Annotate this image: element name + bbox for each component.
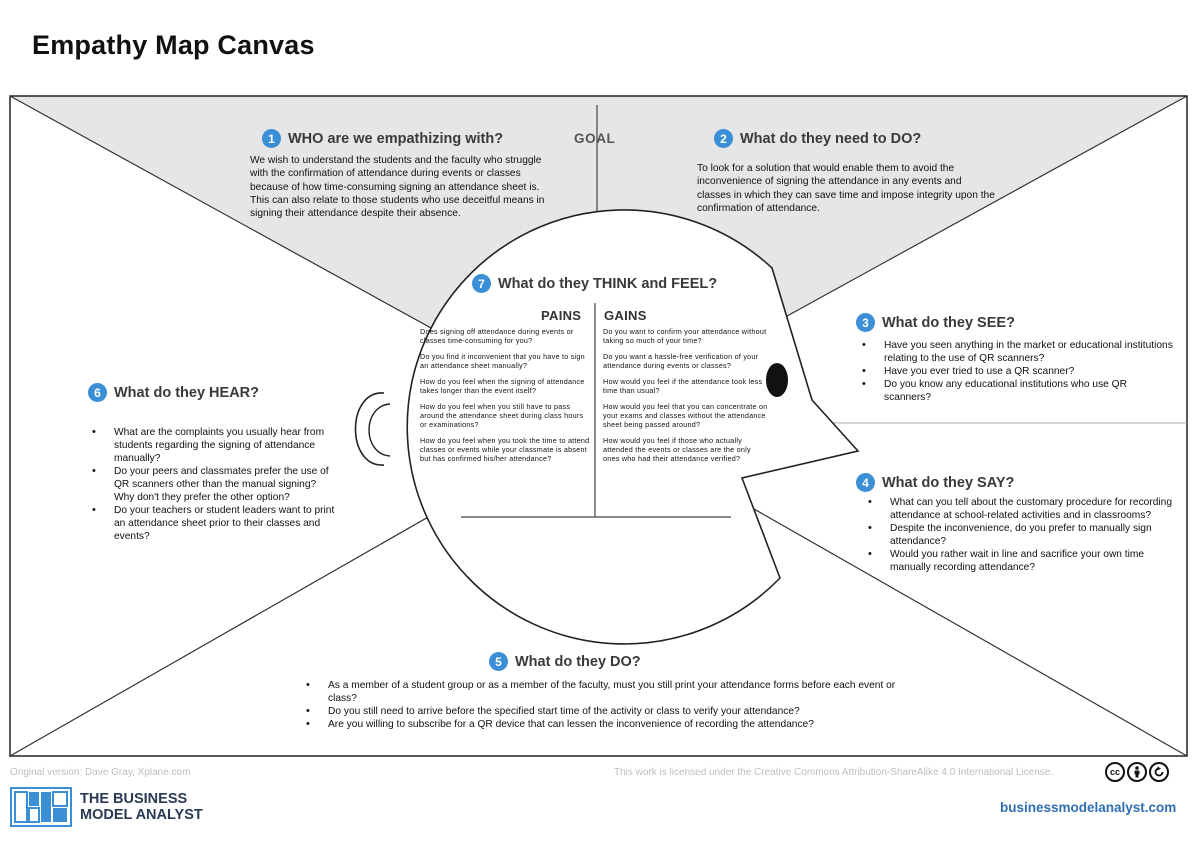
number-badge-6: 6 [88,383,107,402]
license-icons: cc [1105,762,1169,782]
think-feel-heading-label: What do they THINK and FEEL? [498,275,718,292]
say-list: What can you tell about the customary pr… [866,496,1176,574]
goal-label: GOAL [574,131,616,146]
need-to-do-heading-label: What do they need to DO? [740,130,922,147]
hear-item: Do your peers and classmates prefer the … [90,465,335,504]
pain-item: How do you feel when the signing of atte… [420,377,585,395]
number-badge-7: 7 [472,274,491,293]
see-heading: 3 What do they SEE? [856,313,1015,332]
see-list: Have you seen anything in the market or … [860,339,1175,404]
pains-label: PAINS [541,308,582,323]
say-heading: 4 What do they SAY? [856,473,1014,492]
hear-heading-label: What do they HEAR? [114,384,259,401]
brand-name-line-2: MODEL ANALYST [80,807,203,823]
gains-list: Do you want to confirm your attendance w… [603,327,768,470]
pain-item: How do you feel when you took the time t… [420,436,590,463]
hear-list: What are the complaints you usually hear… [90,426,335,543]
by-icon [1127,762,1147,782]
hear-heading: 6 What do they HEAR? [88,383,259,402]
ear [354,392,385,466]
do-heading: 5 What do they DO? [489,652,641,671]
number-badge-1: 1 [262,129,281,148]
pain-item: How do you feel when you still have to p… [420,402,584,429]
pains-list: Does signing off attendance during event… [420,327,592,470]
number-badge-2: 2 [714,129,733,148]
brand-name: THE BUSINESS MODEL ANALYST [80,791,203,823]
gain-item: How would you feel if those who actually… [603,436,751,463]
brand-url-link[interactable]: businessmodelanalyst.com [1000,800,1177,815]
do-item: Do you still need to arrive before the s… [304,705,924,718]
number-badge-4: 4 [856,473,875,492]
who-text: We wish to understand the students and t… [250,155,545,220]
see-item: Do you know any educational institutions… [860,378,1175,404]
say-item: What can you tell about the customary pr… [866,496,1176,522]
brand-name-line-1: THE BUSINESS [80,791,188,807]
gain-item: How would you feel if the attendance too… [603,377,763,395]
think-feel-heading: 7 What do they THINK and FEEL? [472,274,717,293]
who-heading: 1 WHO are we empathizing with? [262,129,503,148]
canvas-frame [9,95,1188,757]
pain-item: Do you find it inconvenient that you hav… [420,352,585,370]
see-heading-label: What do they SEE? [882,314,1015,331]
do-item: As a member of a student group or as a m… [304,679,924,705]
original-version-credit: Original version: Dave Gray, Xplane.com [10,767,191,778]
number-badge-5: 5 [489,652,508,671]
do-item: Are you willing to subscribe for a QR de… [304,718,924,731]
say-item: Would you rather wait in line and sacrif… [866,548,1176,574]
head-outline [406,209,860,645]
number-badge-3: 3 [856,313,875,332]
business-model-analyst-logo-icon [10,787,72,832]
gain-item: Do you want to confirm your attendance w… [603,327,767,345]
sa-icon [1149,762,1169,782]
license-text: This work is licensed under the Creative… [614,767,1054,778]
see-item: Have you ever tried to use a QR scanner? [860,365,1175,378]
gain-item: How would you feel that you can concentr… [603,402,768,429]
page-title: Empathy Map Canvas [32,30,315,60]
pain-item: Does signing off attendance during event… [420,327,574,345]
need-to-do-heading: 2 What do they need to DO? [714,129,921,148]
need-to-do-text: To look for a solution that would enable… [697,163,995,214]
see-item: Have you seen anything in the market or … [860,339,1175,365]
say-heading-label: What do they SAY? [882,474,1015,491]
say-item: Despite the inconvenience, do you prefer… [866,522,1176,548]
cc-icon: cc [1105,762,1125,782]
do-list: As a member of a student group or as a m… [304,679,924,731]
eye [766,363,788,397]
ear-inner [368,403,391,457]
who-heading-label: WHO are we empathizing with? [288,130,504,147]
gains-label: GAINS [604,308,647,323]
do-heading-label: What do they DO? [515,653,641,670]
hear-item: What are the complaints you usually hear… [90,426,335,465]
hear-item: Do your teachers or student leaders want… [90,504,335,543]
gain-item: Do you want a hassle-free verification o… [603,352,759,370]
